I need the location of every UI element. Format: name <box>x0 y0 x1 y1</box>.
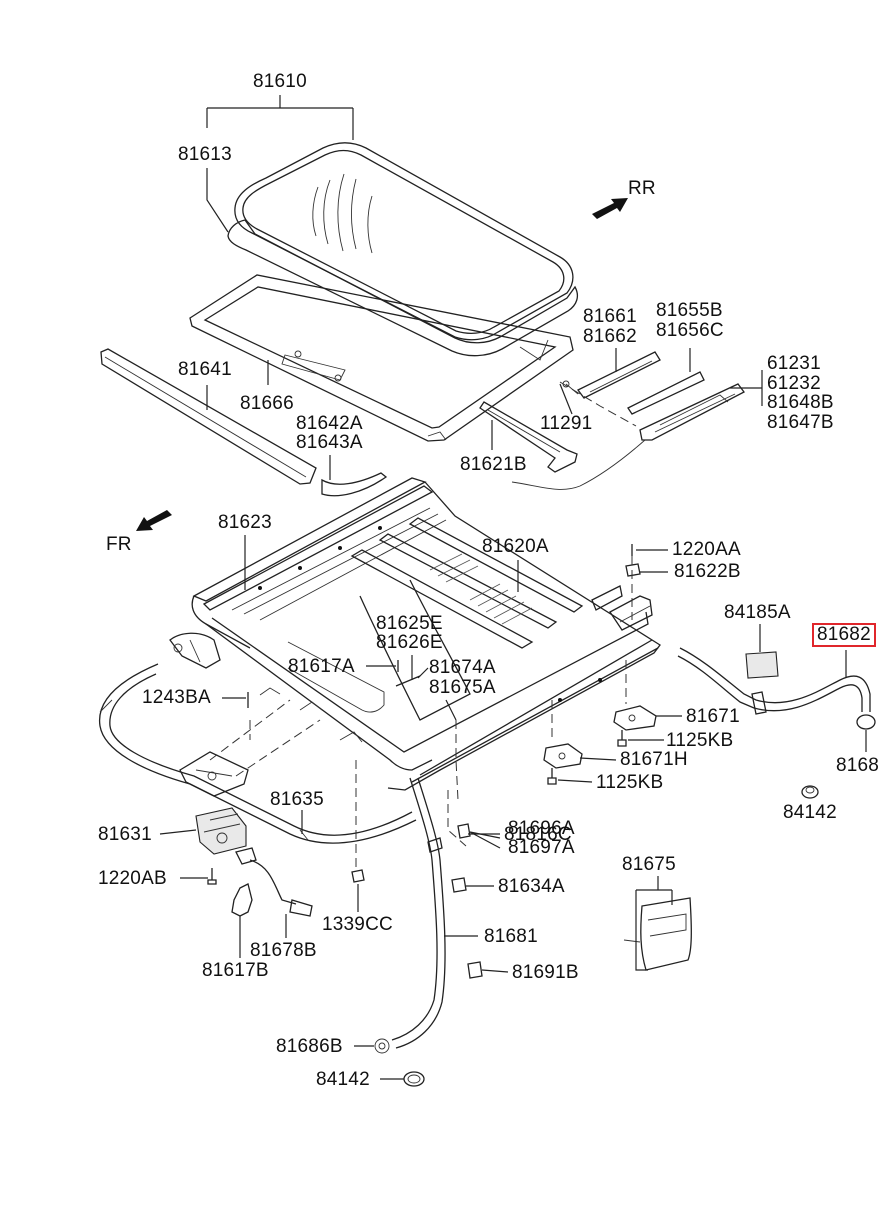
foam-pad <box>745 651 779 679</box>
drive-cable-left <box>98 663 417 844</box>
seal-piece <box>321 472 388 497</box>
clip-81691b <box>467 961 483 979</box>
part-label-81661: 81661 <box>583 306 637 327</box>
rear-drain-hose <box>511 439 646 490</box>
leader-lines <box>159 95 867 1080</box>
part-label-84142-bottom: 84142 <box>316 1069 370 1090</box>
part-label-1220ab: 1220AB <box>98 868 167 889</box>
part-label-1339cc: 1339CC <box>322 914 393 935</box>
part-label-81656c: 81656C <box>656 320 724 341</box>
part-label-81691b: 81691B <box>512 962 579 983</box>
arrow-rear-icon <box>592 198 628 219</box>
part-label-81634a: 81634A <box>498 876 565 897</box>
part-label-81635: 81635 <box>270 789 324 810</box>
part-label-81641: 81641 <box>178 359 232 380</box>
part-label-81662: 81662 <box>583 326 637 347</box>
bolt-1125kb-a <box>617 730 627 747</box>
part-label-81647b: 81647B <box>767 412 834 433</box>
part-label-81671h: 81671H <box>620 749 688 770</box>
part-label-81681: 81681 <box>484 926 538 947</box>
sunshade-pouch <box>623 897 692 971</box>
direction-label-rr: RR <box>628 178 656 199</box>
part-label-61231: 61231 <box>767 353 821 374</box>
bolt-1125kb-b <box>547 768 557 785</box>
part-label-81617b: 81617B <box>202 960 269 981</box>
part-label-81678b: 81678B <box>250 940 317 961</box>
bracket-81671 <box>613 705 657 731</box>
part-label-1125kb-b: 1125KB <box>596 772 664 793</box>
part-label-81675a: 81675A <box>429 677 496 698</box>
part-label-81631: 81631 <box>98 824 152 845</box>
part-label-81617a: 81617A <box>288 656 355 677</box>
part-label-81622b: 81622B <box>674 561 741 582</box>
part-label-81626e: 81626E <box>376 632 443 653</box>
screw-1220ab <box>207 868 217 885</box>
part-label-84142-right: 84142 <box>783 802 837 823</box>
sunroof-main-frame <box>169 477 661 791</box>
part-label-1125kb-a: 1125KB <box>666 730 734 751</box>
part-label-81623: 81623 <box>218 512 272 533</box>
part-label-11291: 11291 <box>540 413 593 434</box>
part-label-81621b: 81621B <box>460 454 527 475</box>
side-rail-left <box>562 351 661 399</box>
part-label-81610: 81610 <box>253 71 307 92</box>
part-label-81686b: 81686B <box>276 1036 343 1057</box>
part-label-81666: 81666 <box>240 393 294 414</box>
direction-label-fr: FR <box>106 534 132 555</box>
bracket-81671h <box>543 743 583 769</box>
part-label-61232: 61232 <box>767 373 821 394</box>
sunroof-motor <box>179 751 313 917</box>
clip-81622b <box>625 563 641 577</box>
part-label-81816c: 81816C <box>504 824 572 845</box>
part-label-81613: 81613 <box>178 144 232 165</box>
part-label-81675: 81675 <box>622 854 676 875</box>
clip-81696a <box>457 823 471 839</box>
part-label-84185a: 84185A <box>724 602 791 623</box>
grommet-right <box>801 785 819 799</box>
part-label-1243ba: 1243BA <box>142 687 211 708</box>
deflector-strip <box>100 348 317 485</box>
drain-hose-rear <box>677 647 876 730</box>
part-label-81625e: 81625E <box>376 613 443 634</box>
part-label-81674a: 81674A <box>429 657 496 678</box>
part-label-81671: 81671 <box>686 706 740 727</box>
sunroof-glass <box>227 142 579 357</box>
part-label-81682-highlighted[interactable]: 81682 <box>812 623 876 647</box>
part-label-81655b: 81655B <box>656 300 723 321</box>
part-label-81620a: 81620A <box>482 536 549 557</box>
grommet-1339cc <box>351 869 365 883</box>
sunroof-frame <box>189 274 574 442</box>
projection-lines <box>209 381 637 868</box>
part-label-1220aa: 1220AA <box>672 539 741 560</box>
grommet-bottom <box>403 1071 425 1087</box>
part-label-81697a: 81697A <box>508 837 575 858</box>
arrow-front-icon <box>136 510 172 531</box>
clip-81617b <box>231 883 253 917</box>
part-label-81642a: 81642A <box>296 413 363 434</box>
part-label-8168-truncated: 8168 <box>836 755 880 776</box>
part-label-81648b: 81648B <box>767 392 834 413</box>
side-rail-right <box>627 371 745 441</box>
clip-81634a <box>451 877 467 893</box>
clip-81674a <box>395 675 421 687</box>
guide-rail-rear <box>479 401 578 473</box>
part-label-81696a: 81696A <box>508 818 575 839</box>
drain-hose-front <box>374 777 446 1054</box>
part-label-81643a: 81643A <box>296 432 363 453</box>
